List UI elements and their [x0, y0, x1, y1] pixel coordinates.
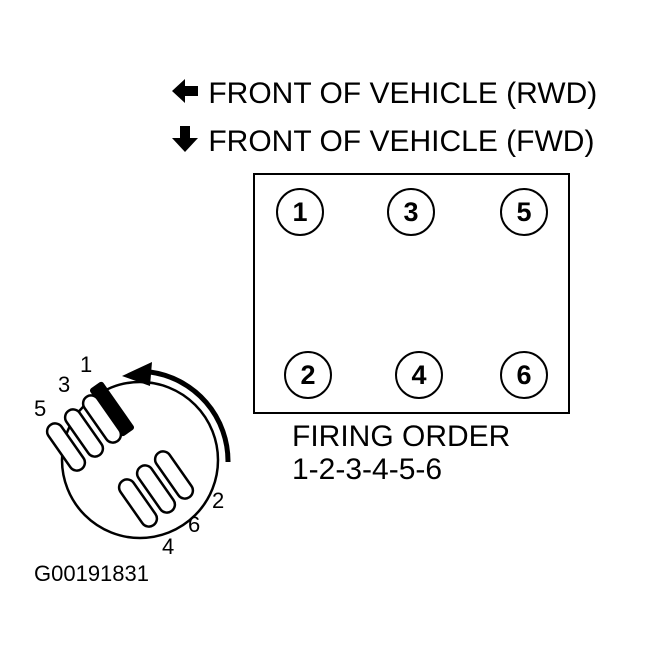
legend-row-fwd: FRONT OF VEHICLE (FWD) — [170, 124, 594, 160]
terminal-label-3: 3 — [58, 372, 70, 397]
counterclockwise-arrow-icon — [122, 362, 231, 463]
arrow-left-icon — [170, 76, 200, 112]
terminal-group-left — [45, 394, 123, 472]
cylinder-6: 6 — [500, 351, 548, 399]
figure-id: G00191831 — [34, 561, 149, 586]
cylinder-4: 4 — [395, 351, 443, 399]
legend-rwd-label: FRONT OF VEHICLE (RWD) — [208, 77, 598, 110]
legend-fwd-label: FRONT OF VEHICLE (FWD) — [208, 125, 595, 158]
terminal-label-6: 6 — [188, 512, 200, 537]
legend-row-rwd: FRONT OF VEHICLE (RWD) — [170, 76, 597, 112]
terminal-group-right — [117, 450, 195, 528]
cylinder-1: 1 — [276, 188, 324, 236]
distributor-cap-diagram: 1 3 5 2 6 4 — [34, 352, 231, 559]
terminal-label-1: 1 — [80, 352, 92, 377]
firing-order-sequence: 1-2-3-4-5-6 — [292, 453, 443, 486]
rotor-contact — [89, 381, 135, 437]
arrow-down-icon — [170, 124, 200, 160]
terminal-label-4: 4 — [162, 534, 174, 559]
terminal-label-2: 2 — [212, 488, 224, 513]
terminal-label-5: 5 — [34, 396, 46, 421]
cylinder-5: 5 — [500, 188, 548, 236]
firing-order-title: FIRING ORDER — [292, 420, 511, 453]
engine-block: 1 3 5 2 4 6 — [253, 173, 570, 414]
cylinder-2: 2 — [284, 351, 332, 399]
cylinder-3: 3 — [387, 188, 435, 236]
